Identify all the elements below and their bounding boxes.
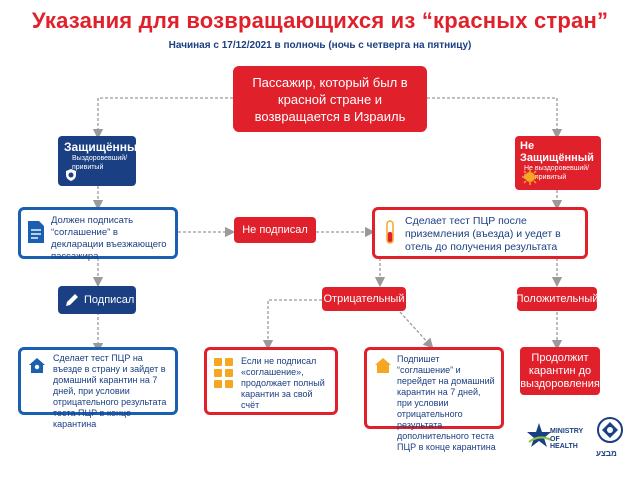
moh-line1: MINISTRY (550, 428, 584, 435)
negative-result-text: Подпишет “соглашение” и перейдет на дома… (397, 354, 496, 452)
signed-text: Подписал (84, 294, 135, 306)
document-icon (27, 220, 45, 248)
people-grid-icon (214, 358, 234, 401)
positive-result-text: Продолжит карантин до выздоровления (520, 351, 600, 390)
root-text: Пассажир, который был в красной стране и… (252, 74, 408, 124)
root-node: Пассажир, который был в красной стране и… (233, 66, 427, 132)
page-subtitle: Начиная с 17/12/2021 в полночь (ночь с ч… (168, 40, 472, 51)
house-icon (27, 356, 47, 377)
protected-node: Защищённый Выздоровевший/ привитый (58, 136, 145, 187)
declaration-text: Должен подписать “соглашение” в декларац… (51, 215, 167, 262)
protected-title: Защищённый (64, 140, 145, 154)
signed-result-node: Сделает тест ПЦР на въезде в страну и за… (18, 347, 178, 429)
protected-sub: Выздоровевший/ привитый (72, 155, 128, 171)
partner-emblem-icon (597, 417, 623, 443)
positive-text: Положительный (515, 293, 599, 305)
pcr-hotel-node: Сделает тест ПЦР после приземления (въез… (372, 207, 588, 259)
unprotected-title: Не Защищённый (520, 140, 594, 164)
negative-result-node: Подпишет “соглашение” и перейдет на дома… (364, 347, 504, 452)
signed-node: Подписал (58, 286, 136, 314)
negative-text: Отрицательный (323, 293, 405, 305)
home-icon (373, 356, 393, 377)
virus-icon (521, 168, 539, 191)
not-signed-result-text: Если не подписал «соглашение», продолжае… (241, 356, 325, 410)
moh-star-icon (527, 423, 552, 447)
not-signed-result-node: Если не подписал «соглашение», продолжае… (204, 347, 338, 415)
pcr-hotel-text: Сделает тест ПЦР после приземления (въез… (405, 215, 561, 253)
page-title: Указания для возвращающихся из “красных … (31, 8, 609, 33)
signed-result-text: Сделает тест ПЦР на въезде в страну и за… (53, 353, 167, 429)
not-signed-text: Не подписал (242, 224, 308, 236)
negative-node: Отрицательный (322, 287, 406, 311)
declaration-node: Должен подписать “соглашение” в декларац… (18, 207, 178, 262)
ministry-of-health-logo: MINISTRY OF HEALTH (526, 420, 586, 454)
positive-result-node: Продолжит карантин до выздоровления (520, 347, 600, 395)
unprotected-node: Не Защищённый Не выздоровевший/ Не приви… (515, 136, 601, 190)
partner-text: מבצע (596, 449, 617, 458)
moh-line2: OF HEALTH (550, 436, 578, 450)
shield-icon (64, 168, 78, 187)
positive-node: Положительный (515, 287, 599, 311)
unprotected-sub: Не выздоровевший/ Не привитый (524, 165, 590, 181)
partner-logo: מבצע (590, 416, 630, 462)
pen-icon (64, 292, 80, 311)
not-signed-node: Не подписал (234, 217, 316, 243)
test-tube-icon (383, 220, 397, 250)
